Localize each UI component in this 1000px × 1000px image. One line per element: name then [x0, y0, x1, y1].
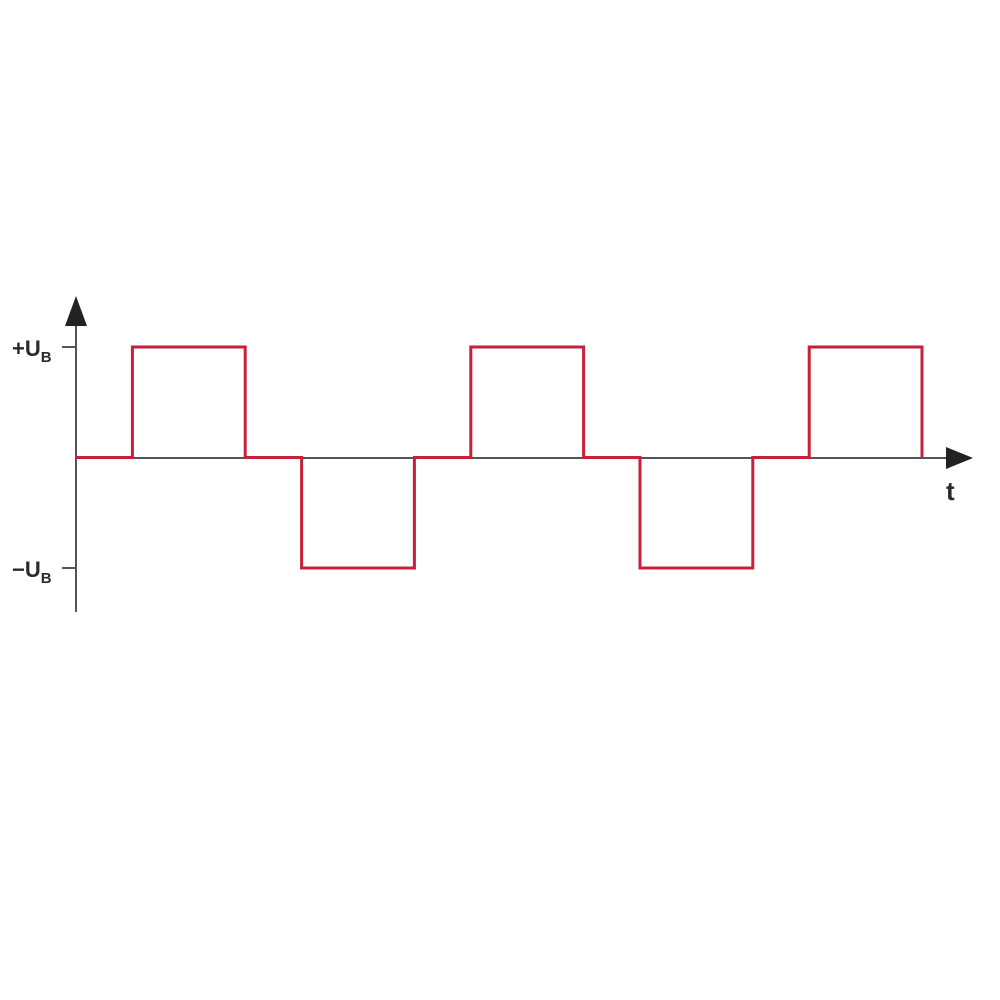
y-tick-symbol: +U [12, 336, 41, 361]
y-tick-symbol: −U [12, 557, 41, 582]
y-tick-subscript: B [41, 349, 52, 366]
series-group [76, 345, 924, 570]
y-tick-subscript: B [41, 570, 52, 587]
y-axis-arrow-icon [65, 296, 87, 326]
x-axis-label: t [946, 476, 955, 506]
y-ticks: +UB−UB [12, 336, 76, 587]
y-tick-label: +UB [12, 336, 52, 366]
y-tick-label: −UB [12, 557, 52, 587]
square-wave-line [76, 345, 924, 570]
x-axis-arrow-icon [946, 447, 973, 469]
